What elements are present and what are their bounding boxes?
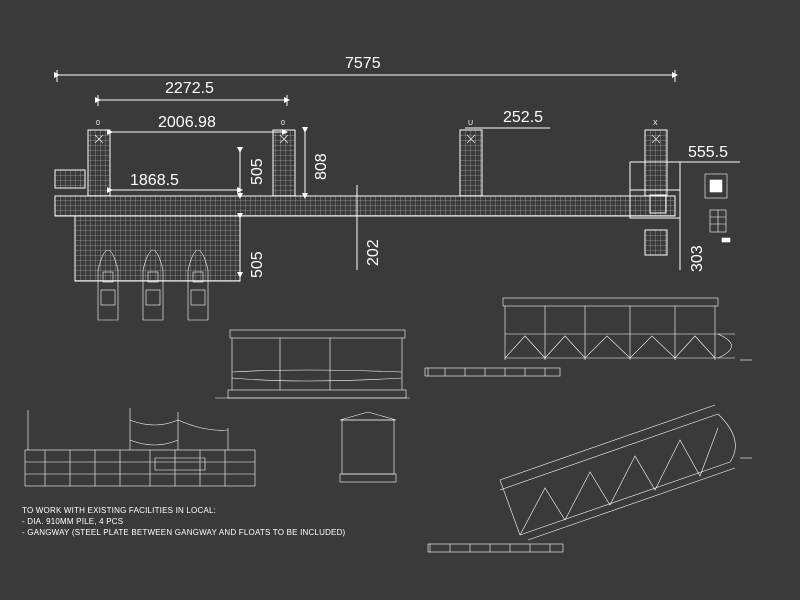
dim-span-c: 1868.5 xyxy=(130,172,179,189)
dim-pile-width: 252.5 xyxy=(503,109,543,126)
main-walkway xyxy=(54,195,676,217)
berth-area xyxy=(74,215,241,282)
pile-mark-2: 0 xyxy=(281,120,285,127)
left-landing xyxy=(54,169,86,189)
dim-overall: 7575 xyxy=(345,55,381,72)
dim-pier-lower: 505 xyxy=(249,251,266,278)
dim-depth: 808 xyxy=(313,153,330,180)
pile-cross-marks xyxy=(94,134,661,144)
cabin-view xyxy=(339,411,397,483)
notes-item-pile: - DIA. 910MM PILE, 4 PCS xyxy=(22,517,124,526)
pile-mark-3: U xyxy=(468,120,473,127)
pile-mark-4: X xyxy=(653,120,658,127)
notes-item-gangway: - GANGWAY (STEEL PLATE BETWEEN GANGWAY A… xyxy=(22,528,346,537)
inclined-gangway xyxy=(427,404,752,553)
canopy-elevation xyxy=(215,329,410,399)
pile-mark-1: 0 xyxy=(96,120,100,127)
boat-3 xyxy=(187,249,209,321)
dim-end-width: 555.5 xyxy=(688,144,728,161)
dim-span-b: 2006.98 xyxy=(158,114,216,131)
notes-heading: TO WORK WITH EXISTING FACILITIES IN LOCA… xyxy=(22,506,217,515)
boat-2 xyxy=(142,249,164,321)
gangway-side-view xyxy=(424,297,752,377)
pile-column-3 xyxy=(459,129,483,197)
end-detail xyxy=(704,173,731,243)
float-side-view xyxy=(24,408,256,487)
end-cleat xyxy=(649,194,667,214)
boat-1 xyxy=(97,249,119,321)
dimension-lines xyxy=(54,70,740,278)
dim-walkway-width: 202 xyxy=(365,239,382,266)
end-float xyxy=(644,229,668,256)
dim-end-height: 303 xyxy=(689,245,706,272)
dim-pier-upper: 505 xyxy=(249,158,266,185)
dim-span-a: 2272.5 xyxy=(165,80,214,97)
pile-column-4 xyxy=(644,129,668,197)
plan-view: 0 0 U X xyxy=(54,55,740,321)
notes-block: TO WORK WITH EXISTING FACILITIES IN LOCA… xyxy=(22,505,345,538)
pile-column-1 xyxy=(87,129,111,197)
pile-column-2 xyxy=(272,129,296,197)
